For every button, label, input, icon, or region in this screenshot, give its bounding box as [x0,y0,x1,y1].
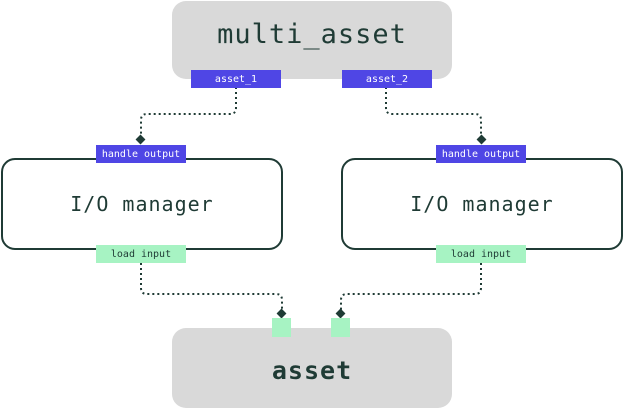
arrow-diamond-icon [276,308,287,319]
load-input-tag-left[interactable]: load input [96,245,186,263]
connector-load-input-left-to-asset [140,263,283,310]
output-tag-asset-2[interactable]: asset_2 [342,70,432,88]
connector-load-input-right-to-asset [340,263,482,310]
asset-node[interactable]: asset [172,328,452,408]
io-manager-title: I/O manager [70,192,214,216]
arrow-diamond-icon [476,134,487,145]
handle-output-tag-left[interactable]: handle output [96,145,186,163]
load-input-tag-right[interactable]: load input [436,245,526,263]
connector-asset-2-to-io-manager-right [385,87,482,138]
connector-asset-1-to-io-manager-left [140,87,237,138]
output-tag-asset-1[interactable]: asset_1 [191,70,281,88]
handle-output-tag-right[interactable]: handle output [436,145,526,163]
asset-input-port-left[interactable] [272,318,291,337]
arrow-diamond-icon [135,134,146,145]
multi-asset-title: multi_asset [217,18,407,50]
io-manager-node-left[interactable]: I/O manager [1,158,283,250]
arrow-diamond-icon [335,308,346,319]
io-manager-node-right[interactable]: I/O manager [341,158,623,250]
io-manager-title: I/O manager [410,192,554,216]
multi-asset-node[interactable]: multi_asset [172,1,452,79]
asset-title: asset [271,355,353,385]
asset-input-port-right[interactable] [331,318,350,337]
